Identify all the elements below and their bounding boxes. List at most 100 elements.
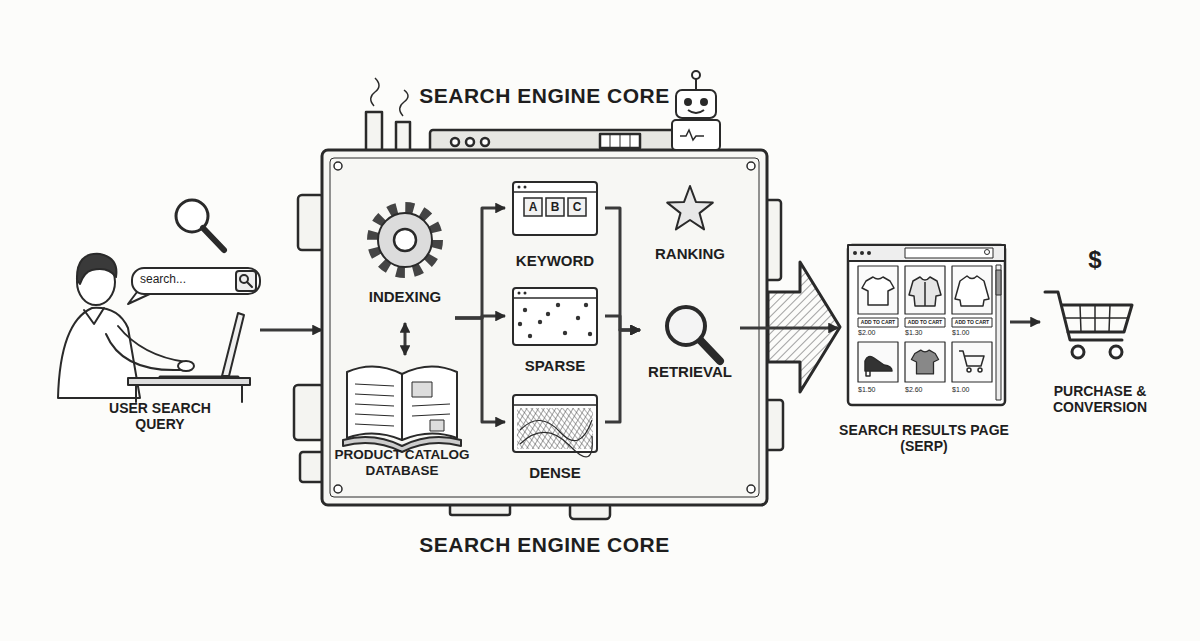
results-window [858, 318, 898, 327]
magnifier-icon [700, 340, 720, 361]
price-label: $1.00 [952, 328, 992, 338]
engine-housing [747, 485, 755, 493]
engine-housing [334, 162, 342, 170]
sparse-panel-frame [556, 303, 560, 307]
robot-mascot [701, 99, 707, 105]
results-window [911, 350, 938, 374]
results-window [860, 251, 864, 255]
dense-panel-frame [513, 395, 597, 457]
star-icon [667, 186, 713, 229]
sparse-panel-frame [563, 331, 567, 335]
key-letter: C [568, 198, 586, 216]
button-text: ADD TO CART [905, 318, 945, 327]
button-text: ADD TO CART [952, 318, 992, 327]
flow-arrow [740, 327, 838, 330]
book-icon [412, 382, 432, 397]
results-window [909, 277, 941, 306]
price-label: $2.60 [905, 385, 945, 395]
sparse-panel-frame [518, 292, 521, 295]
keyword-panel-frame [524, 186, 527, 189]
robot-mascot [676, 90, 716, 118]
button-text: ADD TO CART [858, 318, 898, 327]
robot-mascot [672, 71, 720, 150]
user-figure [118, 326, 186, 362]
indexing-gear: INDEXING [355, 195, 455, 323]
results-window [985, 250, 990, 255]
section-heading: SEARCH ENGINE CORE [322, 533, 767, 557]
results-window [865, 357, 892, 371]
user-query: search...USER SEARCH QUERY [60, 255, 260, 440]
price-label: $2.00 [858, 328, 898, 338]
node-label: PRODUCT CATALOG DATABASE [327, 447, 477, 478]
results-window [848, 245, 1005, 405]
results-window [996, 265, 1001, 400]
user-figure [236, 271, 256, 291]
book-icon [343, 366, 461, 452]
user-figure [106, 334, 180, 370]
node-label: SEARCH RESULTS PAGE (SERP) [838, 422, 1010, 454]
purchase-cart: PURCHASE & CONVERSION [1040, 250, 1160, 420]
shopping-cart [1072, 346, 1084, 358]
book-icon [355, 404, 394, 406]
robot-mascot [680, 130, 704, 140]
engine-housing [300, 452, 324, 482]
results-window [996, 270, 1001, 295]
output-arrow [768, 262, 840, 392]
results-window [848, 245, 1005, 405]
user-figure [203, 228, 224, 250]
node-label: RANKING [640, 245, 740, 262]
engine-housing [322, 150, 767, 505]
book-icon [412, 404, 450, 406]
results-window [905, 266, 945, 314]
results-window [967, 368, 971, 372]
key-letter: B [546, 198, 564, 216]
book-icon [430, 420, 444, 431]
flow-arrow [260, 329, 322, 332]
flow-arrow [605, 330, 640, 422]
robot-mascot [672, 120, 720, 150]
results-window [858, 266, 898, 314]
dense-panel-frame [513, 404, 597, 406]
node-label: KEYWORD [505, 252, 605, 269]
results-window [905, 318, 945, 327]
results-window [952, 318, 992, 327]
retrieval-magnifier: RETRIEVAL [640, 305, 740, 382]
keyword-panel-frame [513, 182, 597, 235]
engine-housing [330, 158, 759, 497]
user-figure [128, 378, 250, 385]
results-window [952, 342, 992, 382]
sparse-panel-frame [513, 288, 597, 345]
node-label: DENSE [505, 464, 605, 481]
engine-housing [747, 162, 755, 170]
sparse-panel-frame [518, 322, 522, 326]
book-icon [355, 424, 394, 426]
price-label: $1.30 [905, 328, 945, 338]
flow-arrow [404, 323, 407, 355]
engine-housing [366, 112, 382, 152]
magnifier-icon [667, 307, 705, 345]
sparse-panel-frame [528, 334, 532, 338]
engine-housing [400, 90, 408, 116]
flow-arrow [455, 318, 505, 422]
engine-housing [298, 195, 324, 250]
gear-icon [394, 229, 416, 251]
engine-housing [294, 78, 783, 519]
results-window [862, 277, 894, 305]
sparse-panel-frame [513, 288, 597, 345]
results-window [866, 371, 870, 376]
book-icon [355, 394, 394, 396]
user-figure [77, 254, 116, 284]
sparse-panel-frame [513, 297, 597, 299]
dense-panel-frame [513, 395, 597, 452]
user-figure [178, 361, 194, 371]
engine-housing [466, 138, 474, 146]
sparse-panel: SPARSE [505, 285, 605, 377]
engine-core: SEARCH ENGINE CORESEARCH ENGINE COREINDE… [322, 150, 767, 505]
dense-panel-frame [517, 408, 593, 449]
keyword-panel-frame [513, 182, 597, 235]
shopping-cart [1110, 346, 1122, 358]
flow-arrow [605, 316, 640, 330]
gear-icon [373, 208, 437, 272]
node-label: RETRIEVAL [640, 363, 740, 380]
